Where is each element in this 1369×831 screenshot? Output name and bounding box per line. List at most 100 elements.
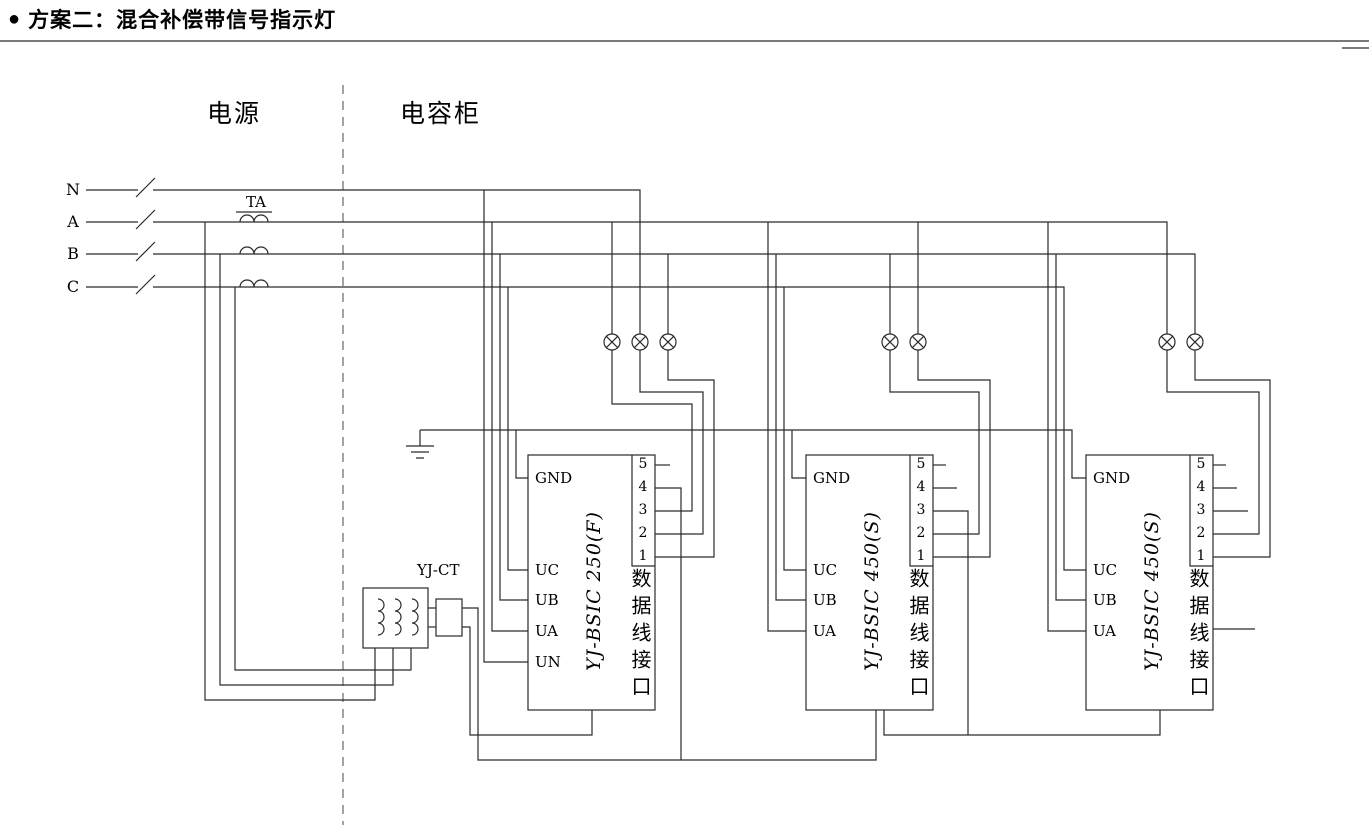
indicator-lamp-icon <box>659 333 677 351</box>
controller-block-2-outline <box>805 454 934 711</box>
block3-terminal-2: 2 <box>1196 525 1206 541</box>
phase-label-c: C <box>66 277 80 296</box>
section-label-cabinet: 电容柜 <box>400 99 482 128</box>
ct-output-wire-2 <box>462 626 593 736</box>
phase-rail-c <box>86 274 1086 571</box>
block2-terminal-uc: UC <box>813 561 838 579</box>
block3-number-column <box>1189 455 1213 567</box>
controller-block-3-outline <box>1085 454 1214 711</box>
indicator-lamp-icon <box>603 333 621 351</box>
feed-a-block3-ua <box>1047 222 1086 632</box>
feed-n-block1-un <box>483 190 528 663</box>
block2-terminal-3: 3 <box>916 502 926 518</box>
indicator-lamp-icon <box>1158 333 1176 351</box>
title-bullet-icon: ● <box>8 8 21 30</box>
feed-c-block1-uc <box>507 287 528 571</box>
ta-coil-c <box>239 279 269 288</box>
block2-model-label: YJ-BSIC 450(S) <box>861 511 883 671</box>
ct-label: YJ-CT <box>417 561 460 579</box>
ct-coil-2 <box>394 598 402 636</box>
ct-coil-3 <box>411 598 419 636</box>
section-label-power: 电源 <box>207 99 262 128</box>
block1-terminal-3: 3 <box>638 502 648 518</box>
block3-terminal-ua: UA <box>1093 622 1117 640</box>
feed-a-block2-ua <box>767 222 806 632</box>
block1-terminal-ub: UB <box>535 591 559 609</box>
indicator-lamp-icon <box>631 333 649 351</box>
indicator-lamp-icon <box>1186 333 1204 351</box>
phase-label-n: N <box>66 180 80 199</box>
phase-label-b: B <box>67 244 79 263</box>
phase-label-a: A <box>67 212 79 231</box>
ta-label: TA <box>245 193 267 211</box>
lamp-group-3 <box>1158 333 1204 351</box>
ground-drop-block1 <box>515 430 528 479</box>
block2-lamp2-to-t1 <box>917 350 991 558</box>
page-title: ● 方案二：混合补偿带信号指示灯 <box>8 4 336 34</box>
block3-terminal-5: 5 <box>1196 456 1206 472</box>
controller-block-1-outline <box>527 454 656 711</box>
block1-terminal-1: 1 <box>638 548 648 564</box>
ct-secondary-wire-2 <box>219 254 394 686</box>
block1-model-label: YJ-BSIC 250(F) <box>583 511 605 671</box>
block1-lamp3-to-t1 <box>655 350 715 558</box>
ct-secondary-wire-1 <box>204 222 376 701</box>
block2-terminal-1: 1 <box>916 548 926 564</box>
block2-t3-lead <box>933 510 969 735</box>
block1-terminal-gnd: GND <box>535 469 573 487</box>
indicator-lamp-icon <box>909 333 927 351</box>
block2-terminal-2: 2 <box>916 525 926 541</box>
ta-coil-a <box>239 214 269 223</box>
block2-interface-label: 数据线接口 <box>906 568 930 703</box>
feed-b-block1-ub <box>499 254 528 601</box>
ct-coil-1 <box>377 598 385 636</box>
block2-terminal-4: 4 <box>916 479 926 495</box>
block3-terminal-1: 1 <box>1196 548 1206 564</box>
block3-terminal-ub: UB <box>1093 591 1117 609</box>
block1-lamp1-to-t3 <box>611 350 693 512</box>
block3-terminal-uc: UC <box>1093 561 1118 579</box>
block3-interface-label: 数据线接口 <box>1186 568 1210 703</box>
block2-terminal-5: 5 <box>916 456 926 472</box>
lamp-group-2 <box>881 333 927 351</box>
block1-terminal-un: UN <box>535 653 561 671</box>
ct-box <box>362 587 429 649</box>
block3-lamp1-to-t2 <box>1166 350 1260 535</box>
block1-interface-label: 数据线接口 <box>628 568 652 703</box>
block1-terminal-5: 5 <box>638 456 648 472</box>
feed-a-block1-ua <box>491 222 528 632</box>
feed-b-block2-ub <box>775 254 806 601</box>
block1-terminal-2: 2 <box>638 525 648 541</box>
ta-coil-b <box>239 246 269 255</box>
block3-terminal-4: 4 <box>1196 479 1206 495</box>
block3-model-label: YJ-BSIC 450(S) <box>1141 511 1163 671</box>
ground-drop-block2 <box>791 430 806 479</box>
block2-number-column <box>909 455 933 567</box>
title-text: 方案二：混合补偿带信号指示灯 <box>28 9 337 32</box>
ground-symbol <box>406 430 434 459</box>
block1-terminal-uc: UC <box>535 561 560 579</box>
indicator-lamp-icon <box>881 333 899 351</box>
block1-t4-lead <box>655 487 682 760</box>
block3-terminal-gnd: GND <box>1093 469 1131 487</box>
block1-terminal-4: 4 <box>638 479 648 495</box>
block3-lamp2-to-t1 <box>1194 350 1271 558</box>
ct-output-wire-1 <box>462 607 877 761</box>
block2-lamp1-to-t2 <box>889 350 980 535</box>
block1-number-column <box>631 455 655 567</box>
ct-terminal-box <box>435 598 463 637</box>
block2-terminal-gnd: GND <box>813 469 851 487</box>
phase-rail-n <box>86 177 641 334</box>
block2-terminal-ua: UA <box>813 622 837 640</box>
block1-lamp2-to-t2 <box>639 350 704 535</box>
block3-terminal-3: 3 <box>1196 502 1206 518</box>
lamp-group-1 <box>603 333 677 351</box>
phase-rail-a <box>86 209 1168 334</box>
ground-bus <box>420 429 1086 479</box>
block1-terminal-ua: UA <box>535 622 559 640</box>
block2-terminal-ub: UB <box>813 591 837 609</box>
data-daisy-wire-2-3 <box>883 710 1161 736</box>
feed-b-block3-ub <box>1055 254 1086 601</box>
